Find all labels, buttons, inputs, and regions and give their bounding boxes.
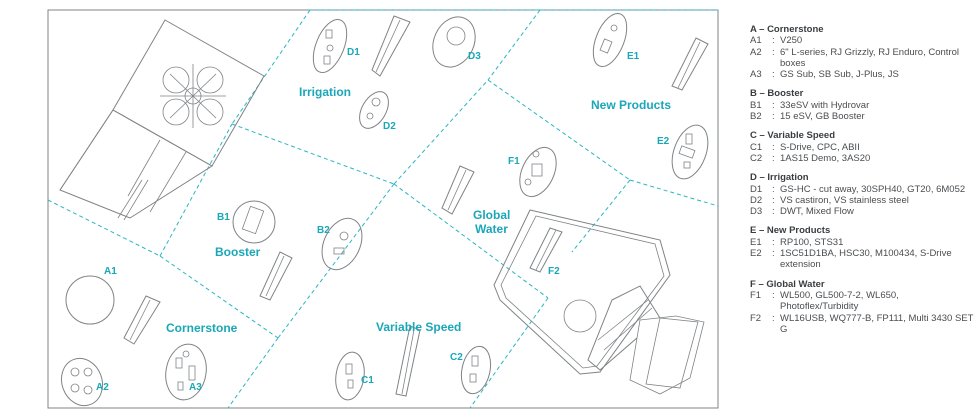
- global-water-platform: [493, 209, 705, 395]
- legend-item: F2: WL16USB, WQ777-B, FP111, Multi 3430 S…: [750, 313, 976, 336]
- zone-label-global-water-1: Global: [473, 208, 510, 222]
- legend-item-separator: :: [772, 194, 775, 206]
- legend-item-separator: :: [772, 111, 775, 123]
- legend-group-title: C – Variable Speed: [750, 130, 836, 142]
- zone-label-new-products: New Products: [591, 98, 671, 112]
- legend-item-separator: :: [772, 248, 775, 260]
- legend-item: A2:6" L-series, RJ Grizzly, RJ Enduro, C…: [750, 47, 976, 70]
- legend-item-code: E2: [750, 248, 762, 260]
- legend-item-code: A2: [750, 46, 762, 58]
- legend-item-text: DWT, Mixed Flow: [780, 206, 854, 218]
- zone-label-cornerstone: Cornerstone: [166, 321, 238, 335]
- legend-group-title: D – Irrigation: [750, 172, 809, 184]
- tag-a3: A3: [189, 382, 202, 393]
- legend-item: B2:15 eSV, GB Booster: [750, 111, 976, 122]
- tag-a2: A2: [96, 382, 109, 393]
- legend-item-code: A1: [750, 35, 762, 47]
- tag-d1: D1: [347, 47, 360, 58]
- tag-e1: E1: [627, 51, 640, 62]
- legend-item-separator: :: [772, 46, 775, 58]
- zone-label-irrigation: Irrigation: [299, 85, 351, 99]
- legend-item-separator: :: [772, 206, 775, 218]
- legend-item-code: C2: [750, 152, 763, 164]
- tag-f1: F1: [508, 156, 520, 167]
- legend-item: A3: GS Sub, SB Sub, J-Plus, JS: [750, 69, 976, 80]
- legend-item-separator: :: [772, 141, 775, 153]
- tag-d3: D3: [468, 51, 481, 62]
- legend-item-separator: :: [772, 312, 775, 324]
- legend-group-title: E – New Products: [750, 225, 831, 237]
- legend-item: D2: VS castiron, VS stainless steel: [750, 195, 976, 206]
- tag-a1: A1: [104, 266, 117, 277]
- legend-group-title: B – Booster: [750, 88, 804, 100]
- legend-item-text: WL500, GL500-7-2, WL650, Photoflex/Turbi…: [780, 289, 899, 313]
- legend-item: B1:33eSV with Hydrovar: [750, 100, 976, 111]
- legend-item-text: GS-HC - cut away, 30SPH40, GT20, 6M052: [780, 183, 966, 195]
- legend-item: C1: S-Drive, CPC, ABII: [750, 142, 976, 153]
- equipment: [60, 13, 709, 407]
- legend-item-code: D1: [750, 183, 763, 195]
- legend-item: E1: RP100, STS31: [750, 237, 976, 248]
- legend-item: D1: GS-HC - cut away, 30SPH40, GT20, 6M05…: [750, 184, 976, 195]
- zone-label-global-water-2: Water: [475, 222, 508, 236]
- legend-item-code: C1: [750, 141, 763, 153]
- legend-item-code: A3: [750, 69, 762, 81]
- legend-item-separator: :: [772, 289, 775, 301]
- legend-item-separator: :: [772, 99, 775, 111]
- tag-b2: B2: [317, 225, 330, 236]
- legend-item-separator: :: [772, 236, 775, 248]
- legend-item-code: B1: [750, 99, 762, 111]
- legend-item-text: V250: [780, 35, 803, 47]
- legend-item: E2:1SC51D1BA, HSC30, M100434, S-Drive ex…: [750, 248, 976, 271]
- legend-item-code: D2: [750, 194, 763, 206]
- tag-b1: B1: [217, 212, 230, 223]
- legend-item-separator: :: [772, 69, 775, 81]
- zone-dividers: [47, 9, 719, 409]
- legend-item-text: 33eSV with Hydrovar: [780, 99, 870, 111]
- legend-item-separator: :: [772, 152, 775, 164]
- legend-item-separator: :: [772, 35, 775, 47]
- legend-item-code: E1: [750, 236, 762, 248]
- legend-item: A1: V250: [750, 35, 976, 46]
- zone-label-booster: Booster: [215, 245, 261, 259]
- legend-item-text: 15 eSV, GB Booster: [780, 111, 865, 123]
- legend-item-text: VS castiron, VS stainless steel: [780, 194, 909, 206]
- legend-group-title: A – Cornerstone: [750, 24, 824, 35]
- legend-item: C2:1AS15 Demo, 3AS20: [750, 153, 976, 164]
- equipment-tags: A1 A2 A3 B1 B2 C1 C2 D1 D2 D3 E1 E2 F1 F…: [96, 47, 670, 393]
- tag-c1: C1: [361, 375, 374, 386]
- tag-e2: E2: [657, 136, 670, 147]
- zone-labels: Cornerstone Booster Irrigation Variable …: [166, 85, 671, 335]
- legend-item-text: GS Sub, SB Sub, J-Plus, JS: [780, 69, 899, 81]
- legend-item-text: WL16USB, WQ777-B, FP111, Multi 3430 SET …: [780, 312, 974, 335]
- tag-f2: F2: [548, 266, 560, 277]
- legend-group-title: F – Global Water: [750, 278, 825, 290]
- legend-item-code: B2: [750, 111, 762, 123]
- legend-item-code: F1: [750, 289, 762, 301]
- legend-item: F1: WL500, GL500-7-2, WL650, Photoflex/Tu…: [750, 290, 976, 313]
- legend-item-text: 1SC51D1BA, HSC30, M100434, S-Drive exten…: [780, 248, 952, 271]
- legend-item-code: F2: [750, 312, 762, 324]
- legend-item: D3: DWT, Mixed Flow: [750, 206, 976, 217]
- legend-item-text: 1AS15 Demo, 3AS20: [780, 152, 871, 164]
- legend-item-text: 6" L-series, RJ Grizzly, RJ Enduro, Cont…: [780, 46, 959, 69]
- tag-c2: C2: [450, 352, 463, 363]
- legend-item-separator: :: [772, 183, 775, 195]
- legend-item-text: RP100, STS31: [780, 236, 844, 248]
- tag-d2: D2: [383, 121, 396, 132]
- cornerstone-platform: [59, 19, 265, 221]
- legend-item-text: S-Drive, CPC, ABII: [780, 141, 860, 153]
- zone-label-variable-speed: Variable Speed: [376, 320, 461, 334]
- legend-item-code: D3: [750, 206, 763, 218]
